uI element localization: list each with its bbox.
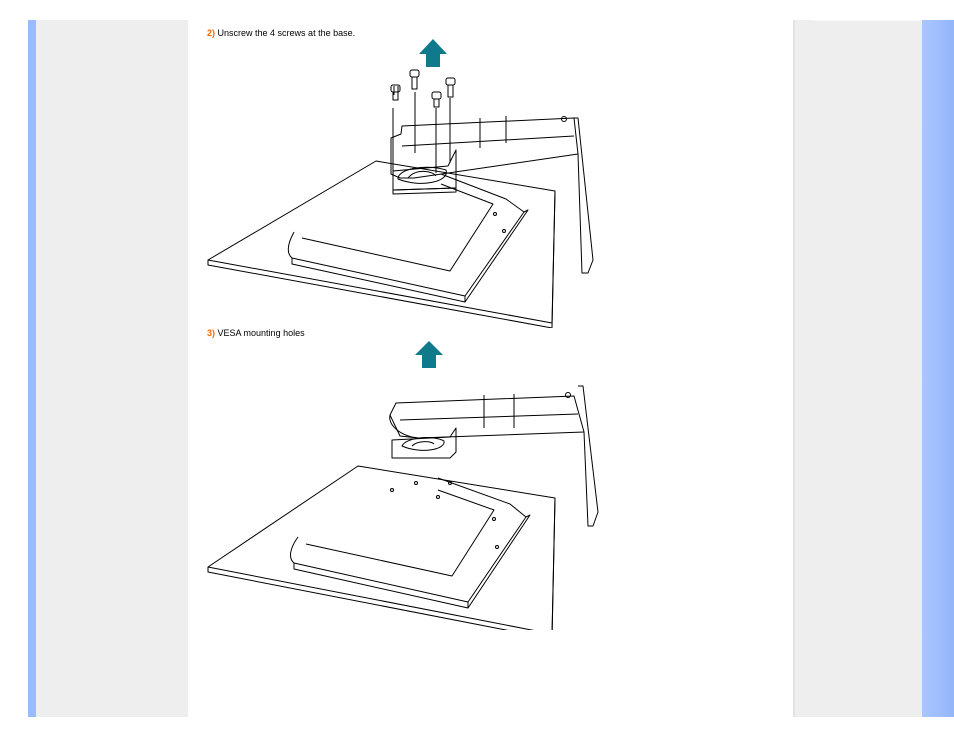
figure-unscrew-base <box>188 38 793 328</box>
screw-icon <box>391 85 400 174</box>
right-frame-bar <box>922 20 954 717</box>
step-2-number: 2) <box>207 28 215 38</box>
monitor-stand-drawing <box>390 386 598 526</box>
step-3-caption: 3) VESA mounting holes <box>207 328 305 338</box>
right-sidebar <box>793 20 922 717</box>
left-sidebar <box>36 20 188 717</box>
step-2-caption: 2) Unscrew the 4 screws at the base. <box>207 28 355 38</box>
monitor-base-drawing <box>208 161 555 328</box>
screw-icon <box>410 70 419 153</box>
screw-icon <box>446 78 455 163</box>
step-2-text: Unscrew the 4 screws at the base. <box>218 28 356 38</box>
right-sidebar-divider <box>813 20 921 21</box>
up-arrow-icon <box>419 39 447 67</box>
content-area: 2) Unscrew the 4 screws at the base. <box>188 20 793 717</box>
step-3-number: 3) <box>207 328 215 338</box>
left-frame-bar <box>28 20 36 717</box>
step-3-text: VESA mounting holes <box>218 328 305 338</box>
monitor-stand-drawing <box>391 116 593 273</box>
figure-vesa-holes <box>188 340 793 630</box>
up-arrow-icon <box>415 341 443 368</box>
screw-icon <box>432 92 441 173</box>
monitor-base-drawing <box>208 466 555 630</box>
